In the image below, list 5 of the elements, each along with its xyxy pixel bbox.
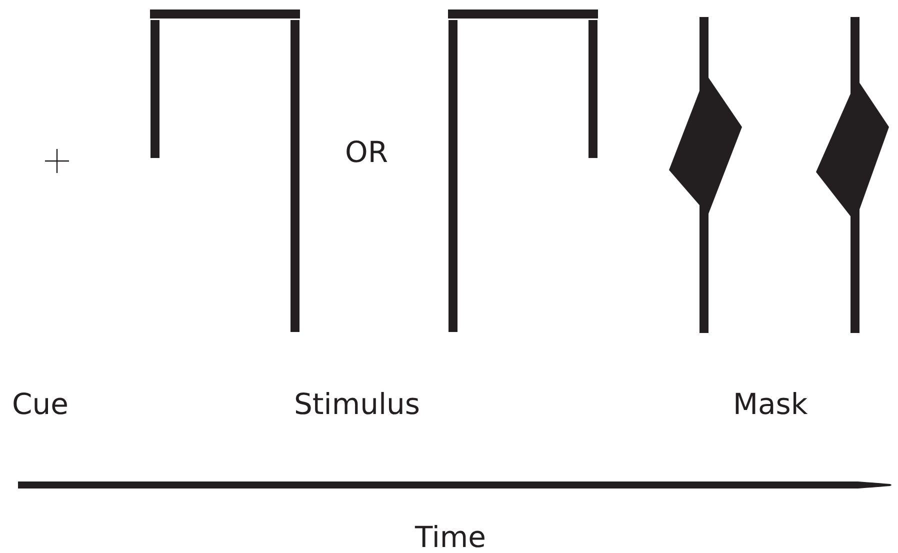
stage-label: Stimulus xyxy=(294,390,420,419)
stage-label: Cue xyxy=(12,390,68,419)
stage-label: Mask xyxy=(733,390,808,419)
or-label: OR xyxy=(345,138,388,167)
stage-label: Time xyxy=(415,523,486,552)
